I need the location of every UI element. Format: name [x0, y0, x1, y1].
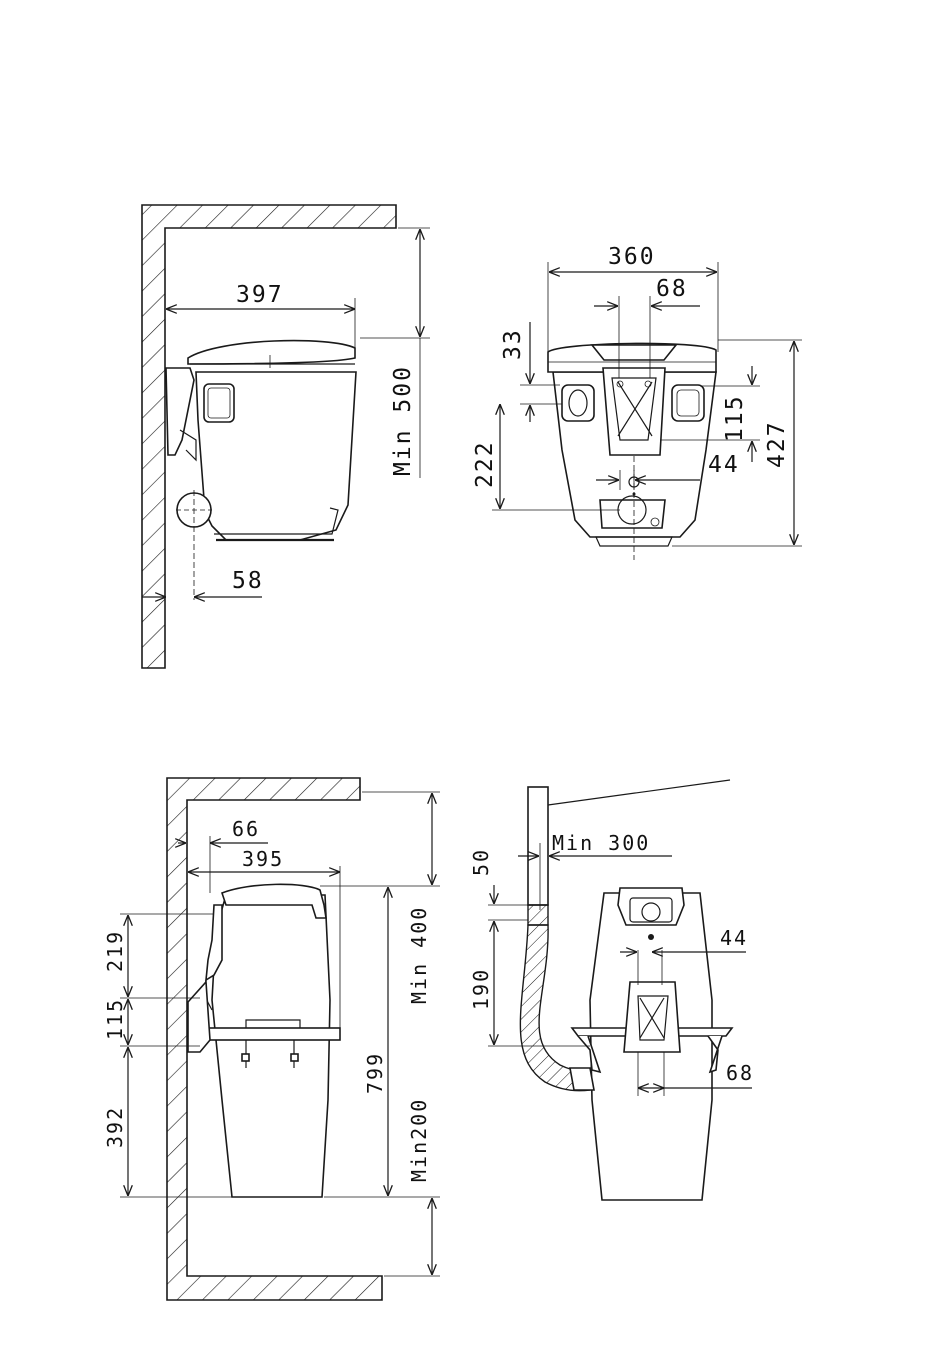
wall-bracket — [166, 368, 194, 455]
mounting-belt — [208, 1028, 340, 1040]
inlet-height-dimension-label: 115 — [722, 394, 748, 442]
inlet-center-dimension-label: 222 — [472, 440, 498, 488]
depth-dimension-label: 397 — [236, 282, 284, 308]
wall-offset-dimension-label: 66 — [232, 817, 260, 841]
depth-dimension-label: 395 — [242, 847, 284, 871]
side-view-floor-standing: 66 395 219 115 392 Min 400 799 Min200 — [103, 778, 440, 1300]
unit-lid — [188, 341, 355, 364]
lid-dimension-label: 33 — [500, 328, 526, 360]
upper-dimension-label: 219 — [103, 930, 127, 972]
axis-offset-dimension-label: 44 — [720, 926, 748, 950]
wall-bracket — [188, 982, 210, 1052]
flexible-hose — [520, 925, 590, 1091]
top-clearance-dimension-label: Min 500 — [390, 365, 416, 476]
wall-pipe-section — [528, 787, 548, 905]
inlet-width-dimension-label: 68 — [726, 1061, 754, 1085]
bottom-clearance-dimension-label: Min200 — [407, 1098, 431, 1182]
bracket-dimension-label: 115 — [103, 998, 127, 1040]
side-inlet-fitting — [570, 1068, 594, 1090]
width-dimension-label: 360 — [608, 244, 656, 270]
height-dimension-label: 799 — [363, 1052, 387, 1094]
wall-gap-dimension-label: 58 — [232, 568, 264, 594]
axis-offset-dimension-label: 44 — [708, 452, 740, 478]
unit-body-outline — [212, 895, 330, 1197]
front-view-wall-mounted: 360 68 33 222 115 44 427 — [472, 244, 802, 560]
top-inlet-block — [618, 888, 684, 925]
height-dimension-label: 427 — [764, 420, 790, 468]
hose-drop-dimension-label: 190 — [469, 968, 493, 1010]
hose-clearance-dimension-label: Min 300 — [552, 831, 650, 855]
inlet-width-dimension-label: 68 — [656, 276, 688, 302]
hose-top-dimension-label: 50 — [469, 848, 493, 876]
lower-dimension-label: 392 — [103, 1106, 127, 1148]
top-clearance-dimension-label: Min 400 — [407, 906, 431, 1004]
front-view-floor-standing: Min 300 50 190 44 68 — [469, 780, 754, 1200]
side-view-wall-mounted: 397 58 Min 500 — [142, 205, 430, 668]
